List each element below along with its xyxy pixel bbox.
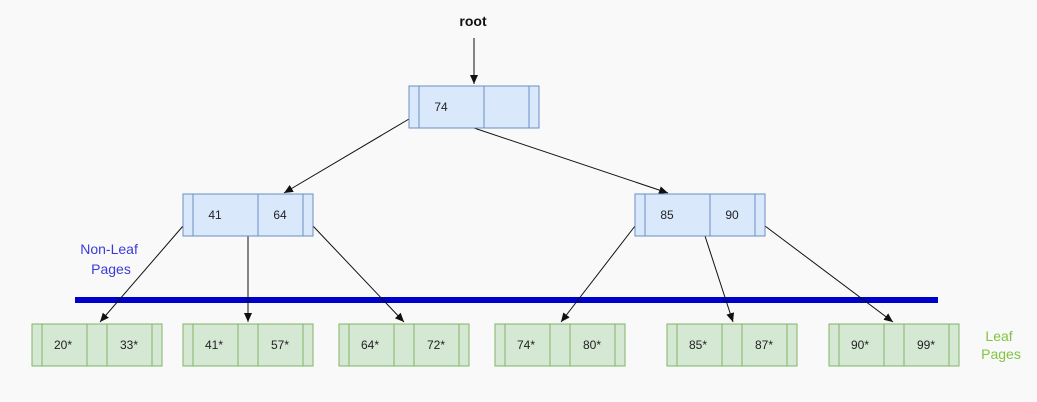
edge-internal-2-to-leaf-6 [764, 225, 894, 323]
edge-root-to-internal-1 [283, 118, 410, 194]
root-node-box [408, 85, 540, 129]
root-label: root [459, 13, 487, 29]
leaf-node-5-key-1: 87* [755, 338, 773, 352]
leaf-node-3-box [338, 323, 470, 367]
leaf-label-line-1: Leaf [985, 328, 1012, 344]
leaf-node-2-box [182, 323, 314, 367]
leaf-node-4-key-0: 74* [517, 338, 535, 352]
leaf-node-1-key-1: 33* [120, 338, 138, 352]
edge-internal-2-to-leaf-5 [704, 235, 735, 323]
leaf-node-6-key-1: 99* [917, 338, 935, 352]
non-leaf-pages-label: Non-Leaf Pages [80, 241, 141, 277]
internal-node-2-box [634, 193, 766, 237]
leaf-node-4-box [494, 323, 626, 367]
internal-node-1-key-0: 41 [208, 208, 222, 222]
edge-root-to-internal-2 [473, 127, 669, 194]
edge-internal-1-to-leaf-1 [99, 225, 184, 323]
leaf-node-6: 90* 99* [828, 323, 960, 367]
non-leaf-label-line-2: Pages [91, 261, 131, 277]
leaf-node-3: 64* 72* [338, 323, 470, 367]
leaf-node-2: 41* 57* [182, 323, 314, 367]
leaf-node-5-box [666, 323, 798, 367]
leaf-node-2-key-1: 57* [271, 338, 289, 352]
leaf-node-4-key-1: 80* [583, 338, 601, 352]
root-node: 74 [408, 85, 540, 129]
leaf-pages-label: Leaf Pages [981, 328, 1021, 362]
leaf-node-6-box [828, 323, 960, 367]
leaf-node-3-key-1: 72* [427, 338, 445, 352]
non-leaf-label-line-1: Non-Leaf [80, 241, 138, 257]
edges [99, 38, 894, 323]
nodes: 74 41 64 85 90 20* 33* 41* 57* 64* 72* 74* 80* 85* 87*… [31, 85, 960, 367]
internal-node-1: 41 64 [182, 193, 314, 237]
leaf-node-3-key-0: 64* [361, 338, 379, 352]
edge-internal-1-to-leaf-3 [312, 225, 405, 323]
leaf-node-5-key-0: 85* [689, 338, 707, 352]
leaf-node-5: 85* 87* [666, 323, 798, 367]
leaf-node-4: 74* 80* [494, 323, 626, 367]
leaf-node-1-key-0: 20* [54, 338, 72, 352]
root-node-key-0: 74 [434, 100, 448, 114]
internal-node-2-key-0: 85 [660, 208, 674, 222]
internal-node-2: 85 90 [634, 193, 766, 237]
leaf-node-1-box [31, 323, 163, 367]
internal-node-1-box [182, 193, 314, 237]
edge-internal-2-to-leaf-4 [560, 225, 636, 323]
leaf-node-2-key-0: 41* [205, 338, 223, 352]
internal-node-2-key-1: 90 [725, 208, 739, 222]
internal-node-1-key-1: 64 [273, 208, 287, 222]
leaf-label-line-2: Pages [981, 346, 1021, 362]
leaf-node-1: 20* 33* [31, 323, 163, 367]
leaf-node-6-key-0: 90* [851, 338, 869, 352]
